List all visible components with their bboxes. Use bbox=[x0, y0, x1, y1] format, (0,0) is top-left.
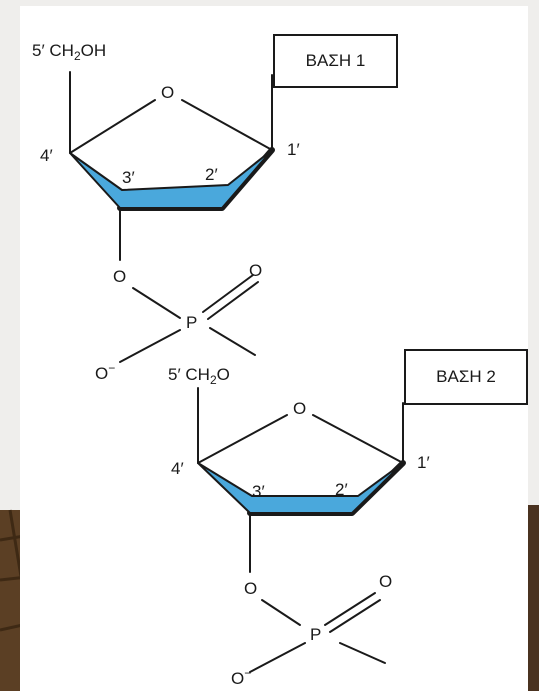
n1-c4-label: 4′ bbox=[40, 146, 53, 165]
phosphate-2-double-bond-a bbox=[324, 592, 376, 626]
p2-anion-charge: − bbox=[244, 666, 252, 680]
n2-c3-label: 3′ bbox=[252, 482, 265, 501]
p2-double-bond-oxygen: O bbox=[379, 572, 393, 591]
n2-c1-label: 1′ bbox=[417, 453, 430, 472]
phosphate-1-double-bond-b bbox=[207, 281, 259, 320]
n2-ch2-subscript: 2 bbox=[209, 373, 217, 387]
base-2-box: ΒΑΣΗ 2 bbox=[404, 349, 528, 405]
n1-ch2-subscript: 2 bbox=[73, 49, 81, 63]
p1-phosphorus: P bbox=[186, 313, 198, 332]
p1-anion-oxygen: O− bbox=[95, 362, 115, 383]
n1-oh: OH bbox=[80, 41, 107, 60]
sugar-1-bond-o-c1 bbox=[181, 99, 273, 151]
base-1-box: ΒΑΣΗ 1 bbox=[273, 34, 398, 88]
phosphate-1-bond-o-p bbox=[132, 287, 181, 319]
sugar-1-bond-c4-o bbox=[69, 99, 156, 154]
n2-c5-prime: 5′ bbox=[168, 365, 181, 384]
n1-c5-label: 5′ CH2OH bbox=[32, 41, 107, 62]
phosphate-2-bond-o-p bbox=[261, 599, 301, 626]
p1-anion-charge: − bbox=[108, 361, 116, 375]
phosphate-1-bond-p-o-ester bbox=[209, 327, 256, 356]
n1-c3-label: 3′ bbox=[122, 168, 135, 187]
p1-ester-oxygen-5: O bbox=[216, 365, 230, 384]
phosphate-2-double-bond-b bbox=[329, 599, 381, 633]
p1-anion-oxygen-letter: O bbox=[95, 364, 109, 383]
n1-c1-label: 1′ bbox=[287, 140, 300, 159]
diagram-card bbox=[20, 6, 528, 691]
p2-anion-oxygen: O− bbox=[231, 667, 251, 688]
p2-anion-oxygen-letter: O bbox=[231, 669, 245, 688]
n1-ring-oxygen: O bbox=[161, 83, 175, 102]
n2-c5-label: 5′ CH2O bbox=[168, 365, 230, 386]
sugar-2-bond-c4-o bbox=[197, 414, 288, 464]
phosphate-2-bond-p-ester bbox=[339, 642, 386, 664]
n1-c5-prime: 5′ bbox=[32, 41, 45, 60]
p1-double-bond-oxygen: O bbox=[249, 261, 263, 280]
n1-c2-label: 2′ bbox=[205, 165, 218, 184]
sugar-1-bottom-edge bbox=[69, 149, 273, 209]
n2-c4-label: 4′ bbox=[171, 459, 184, 478]
n1-ch2: CH bbox=[49, 41, 74, 60]
n2-ring-oxygen: O bbox=[293, 399, 307, 418]
p2-ester-oxygen-3: O bbox=[244, 579, 258, 598]
sugar-2-bottom-edge bbox=[197, 462, 404, 514]
p1-ester-oxygen-3: O bbox=[113, 267, 127, 286]
phosphate-1-double-bond-a bbox=[202, 274, 254, 313]
n2-c2-label: 2′ bbox=[335, 480, 348, 499]
wood-texture-right bbox=[528, 505, 539, 691]
phosphate-2-bond-p-o-minus bbox=[249, 642, 306, 673]
sugar-2-bond-o-c1 bbox=[312, 414, 404, 464]
p2-phosphorus: P bbox=[310, 625, 322, 644]
phosphate-1-bond-p-o-minus bbox=[119, 329, 181, 363]
n2-ch2: CH bbox=[185, 365, 210, 384]
